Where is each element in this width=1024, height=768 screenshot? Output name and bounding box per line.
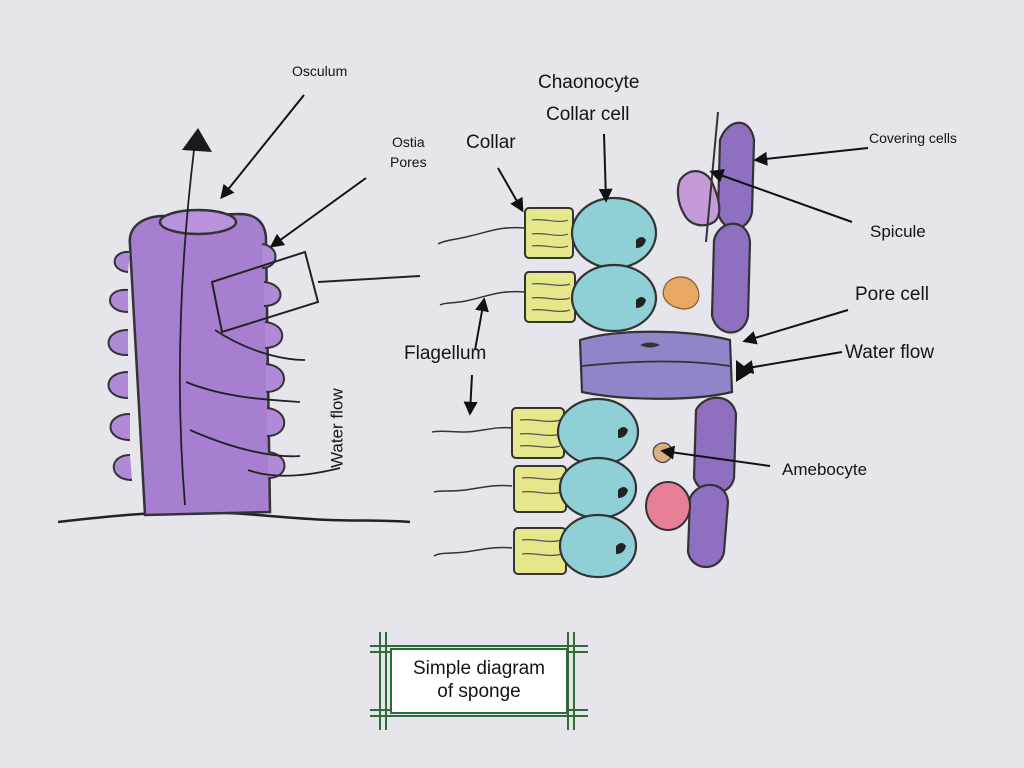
label-ostia: Ostia (392, 134, 425, 150)
label-osculum: Osculum (292, 63, 348, 79)
pore-cell (578, 330, 734, 400)
title-line-1: Simple diagram (413, 658, 545, 680)
label-water-flow: Water flow (845, 342, 935, 363)
label-collar: Collar (466, 132, 516, 153)
choanocytes (431, 196, 658, 579)
label-spicule: Spicule (870, 222, 926, 241)
label-amebocyte: Amebocyte (782, 460, 868, 479)
red-cell (645, 481, 691, 531)
label-pores: Pores (390, 154, 427, 170)
label-collar-cell: Collar cell (546, 104, 630, 125)
covering-cells (676, 121, 756, 568)
label-water-flow-vertical: Water flow (327, 388, 347, 469)
label-pore-cell: Pore cell (855, 284, 929, 305)
label-flagellum: Flagellum (404, 343, 487, 364)
amebocyte-orange (662, 276, 700, 310)
title-line-2: of sponge (437, 681, 521, 702)
inset-box (210, 250, 421, 334)
sponge-body (57, 128, 411, 524)
diagram-title: Simple diagram of sponge (390, 648, 568, 714)
label-chaonocyte: Chaonocyte (538, 72, 640, 93)
label-covering-cells: Covering cells (869, 130, 957, 146)
